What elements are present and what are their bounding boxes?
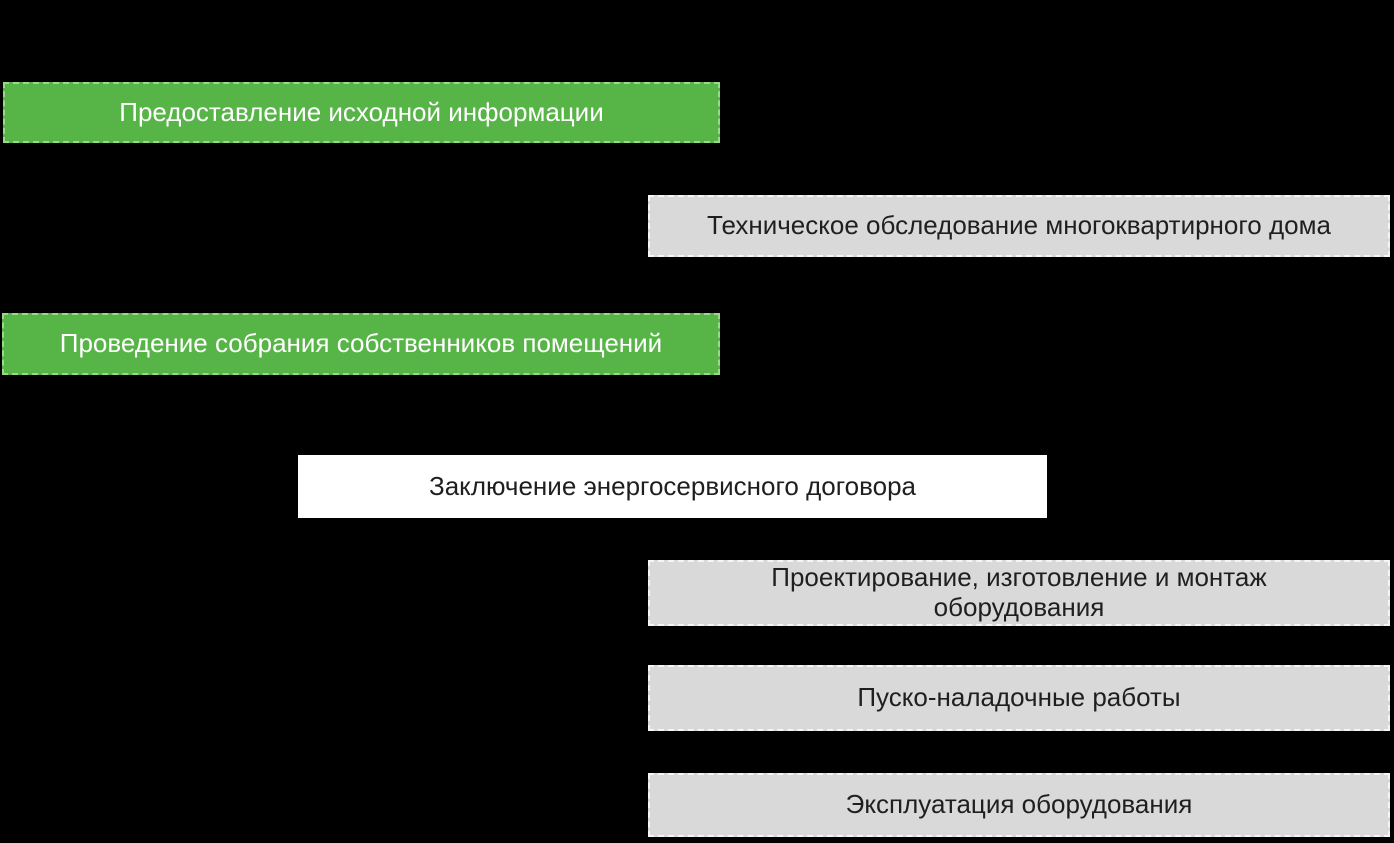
box-label: Заключение энергосервисного договора [429,470,916,501]
box-label: Предоставление исходной информации [119,96,604,127]
box-label: Эксплуатация оборудования [845,789,1193,820]
box-equipment-operation: Эксплуатация оборудования [648,773,1390,837]
box-label: Пуско-наладочные работы [857,682,1181,713]
box-commissioning-works: Пуско-наладочные работы [648,665,1390,731]
box-energy-service-contract: Заключение энергосервисного договора [298,455,1047,518]
box-design-manufacture-installation: Проектирование, изготовление и монтаж об… [648,560,1390,626]
box-provide-initial-information: Предоставление исходной информации [3,82,720,143]
box-label: Проектирование, изготовление и монтаж об… [771,562,1267,622]
box-label: Техническое обследование многоквартирног… [707,210,1331,241]
box-technical-inspection: Техническое обследование многоквартирног… [648,195,1390,257]
box-label: Проведение собрания собственников помеще… [59,328,663,359]
box-owners-meeting: Проведение собрания собственников помеще… [2,313,720,375]
